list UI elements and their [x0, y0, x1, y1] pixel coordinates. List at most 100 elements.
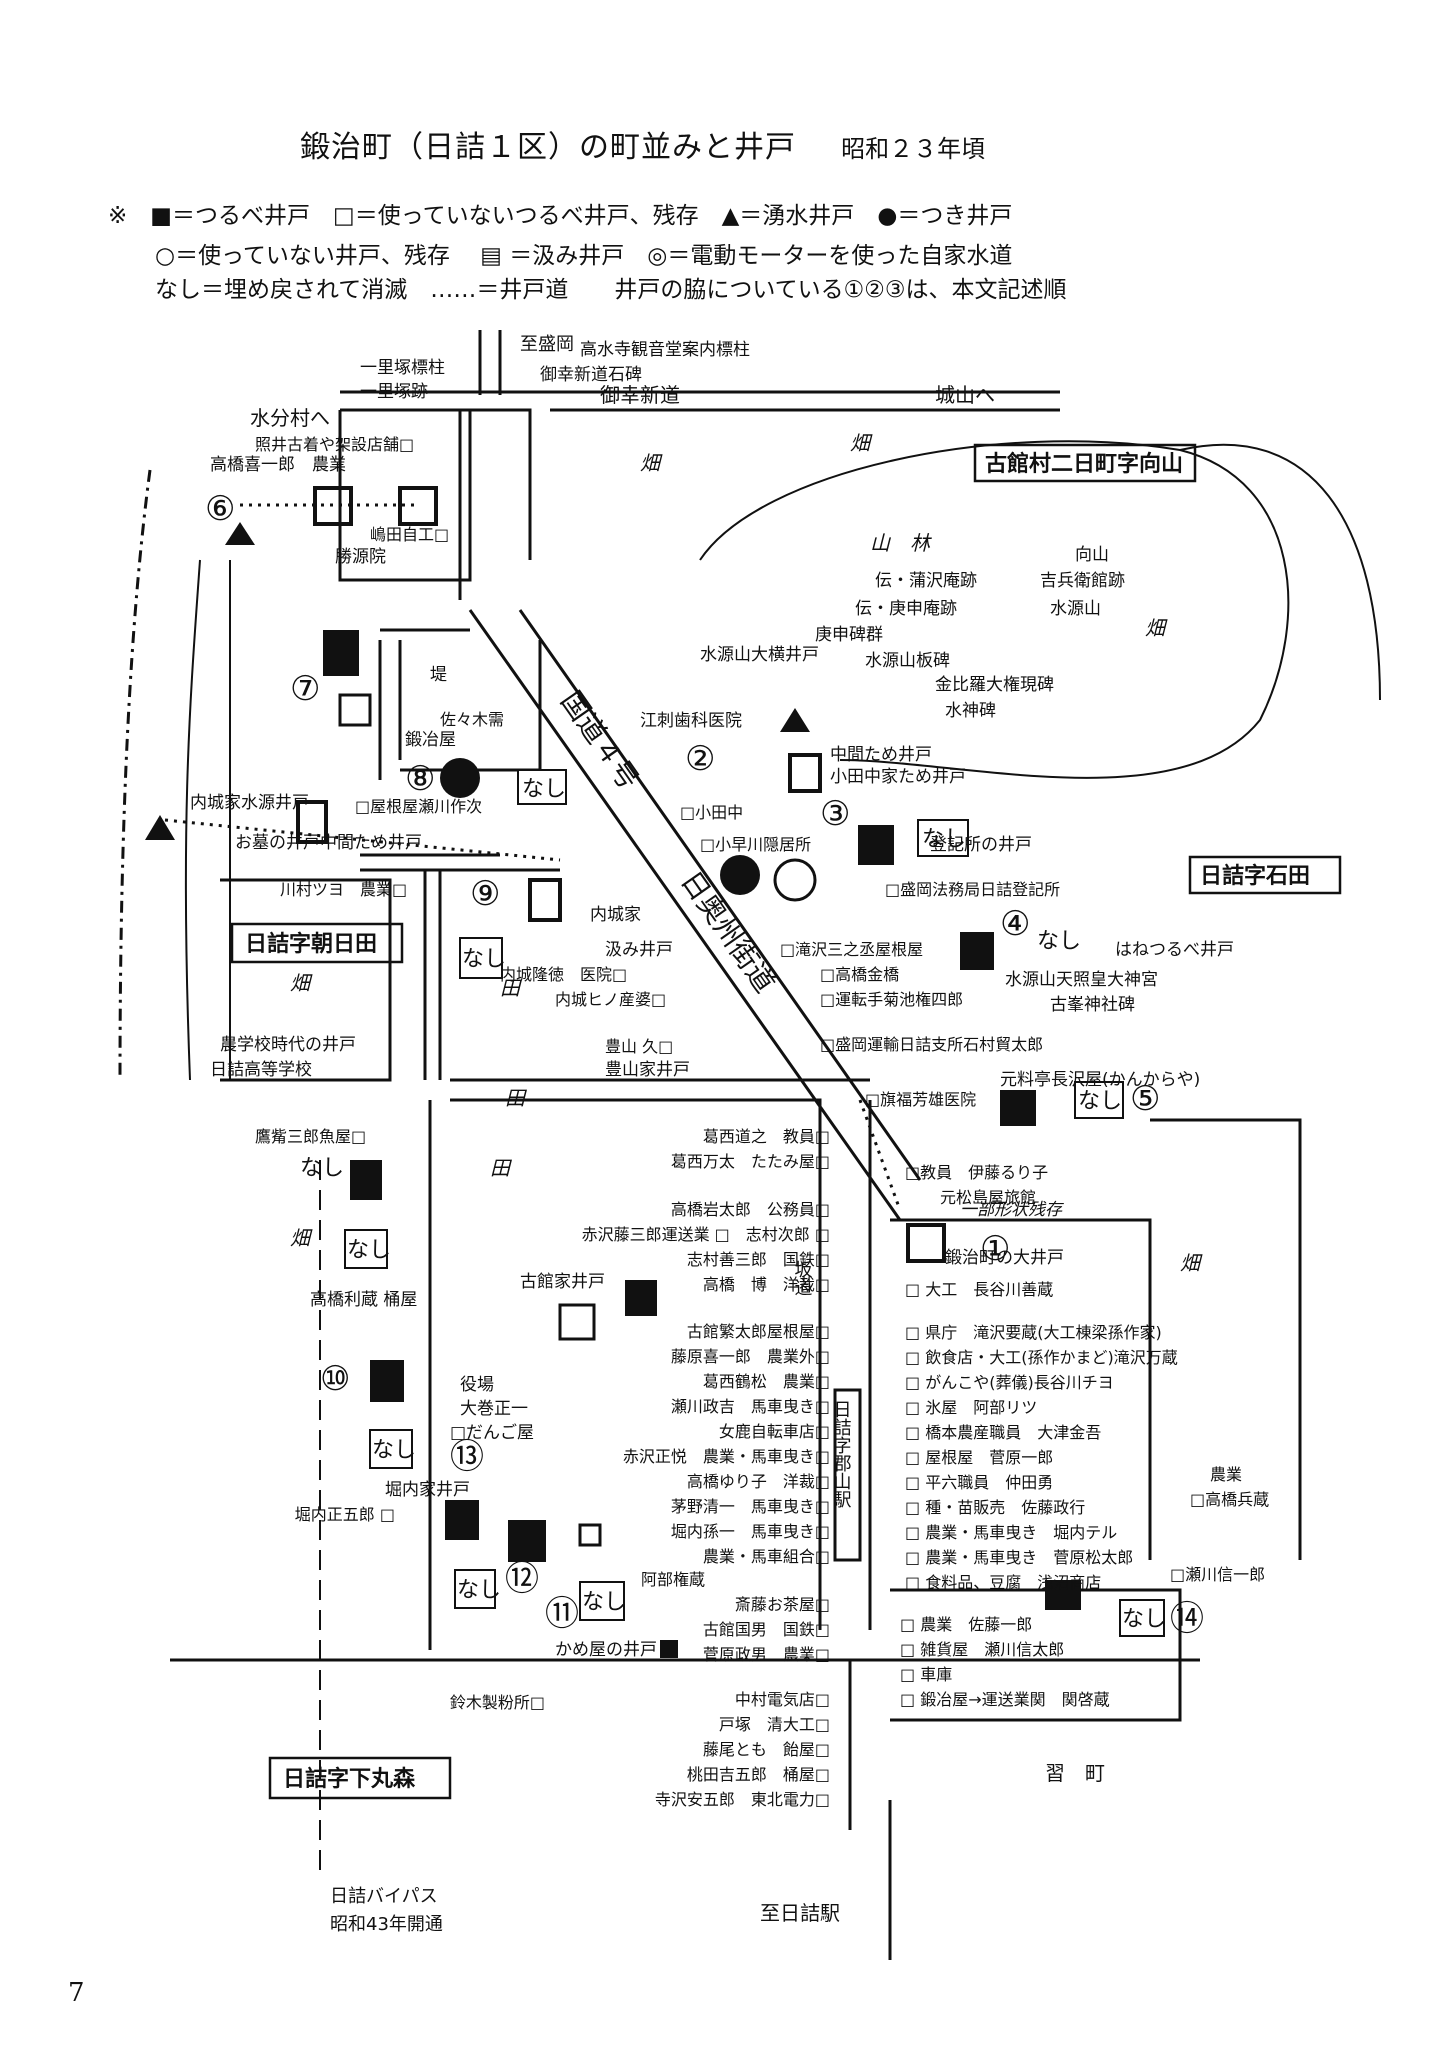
legend-line-2: ○＝使っていない井戸、残存 ▤ ＝汲み井戸 ◎＝電動モーターを使った自家水道	[155, 243, 1013, 269]
resident-c-6: 古館繁太郎屋根屋□	[687, 1322, 830, 1341]
resident-c-13: 茅野清一 馬車曳き□	[671, 1497, 830, 1516]
field-label-3: 畑	[1145, 616, 1168, 640]
resident-w-6: 内城ヒノ産婆□	[555, 990, 666, 1009]
landmark-konpira: 金比羅大権現碑	[935, 675, 1054, 695]
resident-w-1: 嶋田自工□	[370, 525, 449, 544]
well-caption-ohaka: お墓の井戸中間ため井戸	[235, 833, 422, 853]
landmark-uchijo: 内城家	[590, 905, 641, 925]
landmark-tenshokotaijingu: 水源山天照皇大神宮	[1005, 970, 1158, 990]
resident-c-7: 藤原喜一郎 農業外□	[671, 1347, 830, 1366]
well-number-1: ①	[980, 1229, 1010, 1269]
well-caption-3: 小田中家ため井戸	[830, 767, 966, 787]
well-caption-mizuwake: 内城家水源井戸	[190, 793, 309, 813]
well-caption-suigenzan-ooyoko: 水源山大横井戸	[700, 645, 819, 665]
resident-e-26: □瀬川信一郎	[1170, 1565, 1265, 1584]
landmark-dangoya: □だんご屋	[450, 1423, 534, 1443]
station-label: 日詰字郡山駅	[831, 1400, 852, 1509]
bucket-well-symbol-13	[445, 1500, 479, 1540]
well-caption-9: 汲み井戸	[605, 940, 673, 960]
well-caption-touki: 登記所の井戸	[930, 835, 1032, 855]
well-caption-13: 堀内家井戸	[385, 1480, 470, 1500]
resident-e-25: □高橋兵蔵	[1190, 1490, 1269, 1509]
draw-well-symbols	[296, 486, 946, 1263]
landmark-agri-school-well: 農学校時代の井戸	[220, 1035, 356, 1055]
spring-well-symbol-2	[780, 708, 810, 732]
bored-well-symbol-8	[440, 758, 480, 798]
unused-well-symbol	[773, 858, 817, 902]
resident-e-7: 元松島屋旅館	[940, 1188, 1036, 1207]
resident-e-24: 農業	[1210, 1465, 1242, 1484]
landmark-ichirizuka-site: 一里塚跡	[360, 382, 428, 402]
well-caption-11: かめ屋の井戸	[555, 1640, 657, 1660]
resident-c-1: 葛西万太 たたみ屋□	[671, 1152, 830, 1171]
legend-line-3: なし＝埋め戻されて消滅 ‥‥‥＝井戸道 井戸の脇についている①②③は、本文記述順	[155, 277, 1067, 303]
bucket-well-symbol-10	[370, 1360, 404, 1402]
landmark-hizume-hs: 日詰高等学校	[210, 1060, 312, 1080]
nashi-label-5: なし	[1078, 1089, 1122, 1114]
resident-e-2: □高橋金橋	[820, 965, 899, 984]
resident-e-18: □ 農業・馬車曳き 菅原松太郎	[905, 1548, 1133, 1567]
unused-bucket-well-7	[338, 693, 372, 727]
field-label-4: 畑	[290, 971, 313, 995]
road-label-to-shiroyama: 城山へ	[935, 383, 995, 407]
road-label-to-morioka: 至盛岡	[520, 334, 574, 355]
resident-e-20: □ 農業 佐藤一郎	[900, 1615, 1032, 1634]
nashi-label-takanosu: なし	[347, 1238, 391, 1263]
resident-s-5: 寺沢安五郎 東北電力□	[655, 1790, 830, 1809]
resident-s-2: 戸塚 清大工□	[719, 1715, 830, 1734]
resident-e-11: □ がんこや(葬儀)長谷川チヨ	[905, 1373, 1114, 1392]
resident-w-7: 豊山 久□	[605, 1037, 673, 1056]
nashi-label-11: なし	[582, 1590, 626, 1615]
well-number-14: ⑭	[1170, 1599, 1204, 1639]
resident-s-3: 藤尾とも 飴屋□	[703, 1740, 830, 1759]
bucket-well-symbol-takanosu	[350, 1160, 382, 1200]
resident-e-12: □ 氷屋 阿部リツ	[905, 1398, 1037, 1417]
resident-w-4: 川村ツヨ 農業□	[280, 880, 407, 899]
resident-c-15: 農業・馬車組合□	[703, 1547, 830, 1566]
resident-e-23: □ 鍛冶屋→運送業関 関啓蔵	[900, 1690, 1110, 1709]
resident-c-11: 赤沢正悦 農業・馬車曳き□	[623, 1447, 830, 1466]
resident-c-2: 高橋岩太郎 公務員□	[671, 1200, 830, 1219]
nashi-label-takanosu-text: なし	[300, 1156, 344, 1181]
resident-c-10: 女鹿自転車店□	[719, 1422, 830, 1441]
nashi-boxes	[344, 769, 1165, 1637]
resident-c-4: 志村善三郎 国鉄□	[687, 1250, 830, 1269]
well-caption-1: 鍛治町の大井戸	[945, 1248, 1064, 1268]
rice-label-2: 田	[505, 1086, 527, 1110]
well-number-8: ⑧	[405, 759, 435, 799]
residents-west-upper: 照井古着や架設店舗□ 嶋田自工□ 佐々木需 □屋根屋瀬川作次 川村ツヨ 農業□ …	[255, 435, 673, 1146]
bucket-well-symbol-12b	[508, 1520, 546, 1562]
well-number-11: ⑪	[545, 1594, 579, 1634]
road-label-naraicho: 習 町	[1045, 1761, 1105, 1785]
resident-c-17: 斎藤お茶屋□	[735, 1595, 830, 1614]
bucket-well-symbol-12	[625, 1280, 657, 1316]
field-label-1: 畑	[640, 451, 663, 475]
resident-c-19: 菅原政男 農業□	[703, 1645, 830, 1664]
resident-w-0: 照井古着や架設店舗□	[255, 435, 414, 454]
resident-c-0: 葛西道之 教員□	[703, 1127, 830, 1146]
well-number-6: ⑥	[205, 489, 235, 529]
resident-c-18: 古館国男 国鉄□	[703, 1620, 830, 1639]
area-label-mukaiyama: 古館村二日町字向山	[985, 451, 1183, 477]
map-period: 昭和２３年頃	[841, 135, 986, 163]
map-title: 鍛治町（日詰１区）の町並みと井戸	[300, 130, 796, 165]
area-labels: 古館村二日町字向山 日詰字石田 日詰字朝日田 日詰字下丸森	[245, 451, 1310, 1792]
rice-label-3: 田	[490, 1156, 512, 1180]
nashi-label-touki: なし	[922, 827, 966, 852]
nashi-label-4: なし	[1037, 929, 1081, 954]
area-label-ishida: 日詰字石田	[1200, 863, 1310, 889]
nashi-labels: なし なし なし なし なし なし なし なし なし なし なし	[300, 777, 1166, 1632]
well-caption-5: 元料亭長沢屋(かんからや)	[1000, 1070, 1200, 1090]
rice-label-1: 田	[500, 976, 522, 1000]
well-caption-1-note: 一部形状残存	[960, 1200, 1064, 1220]
well-number-10: ⑩	[320, 1359, 350, 1399]
resident-c-9: 瀬川政吉 馬車曳き□	[671, 1397, 830, 1416]
well-number-5: ⑤	[1130, 1079, 1160, 1119]
resident-e-21: □ 雑貨屋 瀬川信太郎	[900, 1640, 1064, 1659]
legend-line-1: ※ ■＝つるべ井戸 □＝使っていないつるべ井戸、残存 ▲＝湧水井戸 ●＝つき井戸	[108, 203, 1013, 229]
well-number-4: ④	[1000, 904, 1030, 944]
resident-e-22: □ 車庫	[900, 1665, 952, 1684]
well-numbers: ⑥ ⑦ ⑧ ⑨ ② ③ ④ ⑤ ① ⑩ ⑬ ⑫ ⑪ ⑭	[205, 489, 1204, 1639]
bucket-well-symbol-14	[1045, 1580, 1081, 1610]
well-number-7: ⑦	[290, 669, 320, 709]
